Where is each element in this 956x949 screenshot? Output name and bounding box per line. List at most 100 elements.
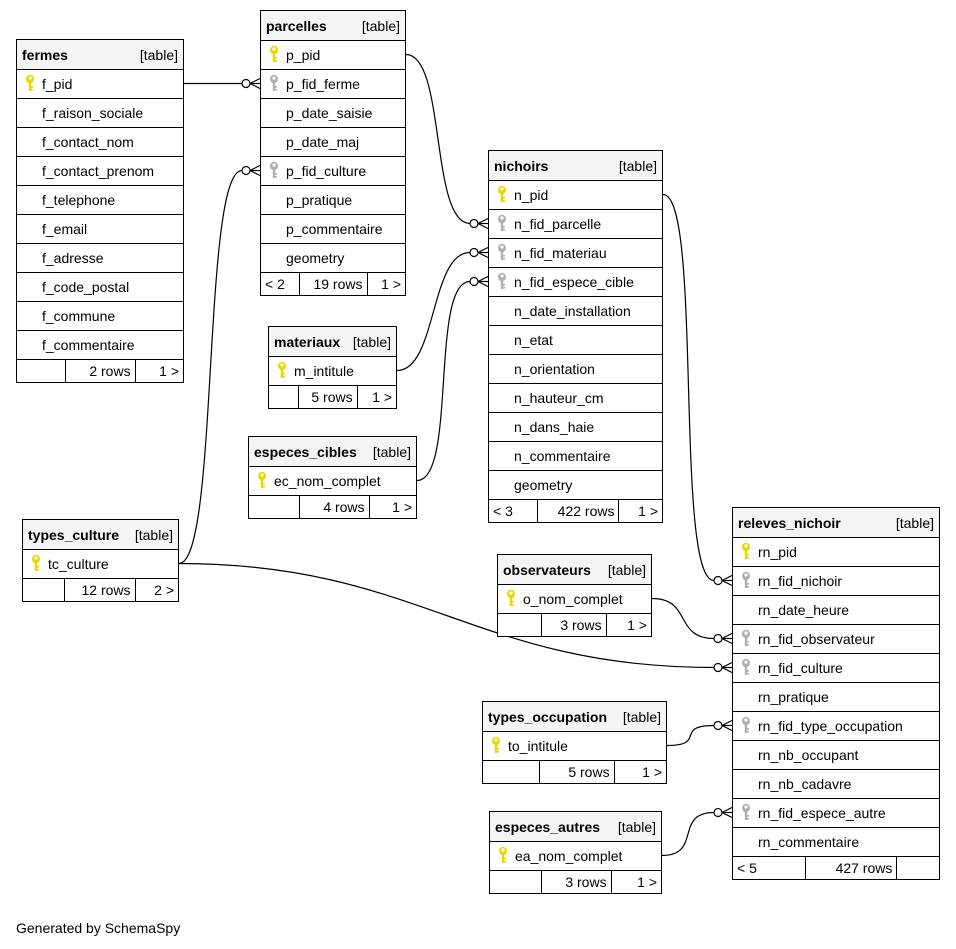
optional-marker <box>713 575 723 586</box>
footer-children-link[interactable] <box>897 857 939 879</box>
foreign-key-icon <box>261 74 286 95</box>
table-name: especes_autres <box>495 818 601 835</box>
column-row: geometry <box>261 244 405 273</box>
footer-parents-link[interactable]: < 5 <box>733 857 807 879</box>
footer-parents-link[interactable] <box>490 871 543 893</box>
footer-children-link[interactable]: 1 > <box>638 503 658 519</box>
row-count: 3 rows <box>542 871 612 893</box>
column-name: geometry <box>514 477 573 493</box>
relationship-nichoirs-n-fid-espece-cible <box>416 275 489 482</box>
column-row: rn_pid <box>733 538 939 567</box>
table-name: observateurs <box>503 561 591 578</box>
column-row: f_email <box>17 215 183 244</box>
table-header: types_occupation [table] <box>483 702 666 732</box>
table-releves-nichoir: releves_nichoir[table]rn_pid rn_fid_nicho… <box>732 507 940 880</box>
footer-children-link[interactable]: 1 > <box>381 276 401 292</box>
footer-children-link[interactable]: 1 > <box>159 363 179 379</box>
optional-marker <box>469 218 479 229</box>
column-name: n_fid_parcelle <box>514 216 602 232</box>
column-name: p_date_saisie <box>286 105 373 121</box>
optional-marker <box>469 247 479 258</box>
column-name: to_intitule <box>508 738 568 754</box>
column-row: n_fid_parcelle <box>489 210 662 239</box>
column-row: rn_fid_espece_autre <box>733 799 939 828</box>
crows-foot-mark <box>721 811 733 819</box>
crows-foot-mark <box>249 82 261 90</box>
row-count: 19 rows <box>300 273 368 295</box>
primary-key-icon <box>249 471 274 492</box>
foreign-key-icon <box>261 161 286 182</box>
foreign-key-icon <box>489 243 514 264</box>
relationship-curve <box>405 53 471 225</box>
table-footer: 4 rows 1 > <box>249 496 416 518</box>
column-name: f_commentaire <box>42 337 135 353</box>
footer-parents-link[interactable] <box>249 496 301 518</box>
primary-key-icon <box>269 361 294 382</box>
optional-marker <box>713 807 723 818</box>
footer-parents-link[interactable] <box>269 386 299 408</box>
column-name: ec_nom_complet <box>274 473 381 489</box>
column-row: n_etat <box>489 326 662 355</box>
column-row: f_commune <box>17 302 183 331</box>
footer-children-link[interactable]: 1 > <box>637 874 657 890</box>
table-type-tag: [table] <box>622 708 661 725</box>
footer-children-link[interactable]: 1 > <box>392 499 412 515</box>
primary-key-icon <box>483 736 508 757</box>
footer-children-link[interactable]: 1 > <box>642 764 663 780</box>
table-name: fermes <box>22 46 68 63</box>
footer-parents-link[interactable] <box>498 614 543 636</box>
relationship-curve <box>178 169 243 565</box>
column-row: n_hauteur_cm <box>489 384 662 413</box>
column-row: p_fid_ferme <box>261 70 405 99</box>
column-name: f_raison_sociale <box>42 105 144 121</box>
column-row: n_fid_materiau <box>489 239 662 268</box>
column-row: rn_commentaire <box>733 828 939 857</box>
row-count: 3 rows <box>542 614 607 636</box>
column-name: n_date_installation <box>514 303 631 319</box>
column-name: p_date_maj <box>286 134 360 150</box>
primary-key-icon <box>733 542 758 563</box>
crows-foot-mark <box>721 719 733 727</box>
column-name: tc_culture <box>48 556 109 572</box>
column-row: rn_fid_observateur <box>733 625 939 654</box>
table-name: types_occupation <box>488 708 608 725</box>
footer-parents-link[interactable] <box>483 761 541 783</box>
schemaspy-credit: Generated by SchemaSpy <box>16 920 181 936</box>
relationship-releves-nichoir-rn-fid-nichoir <box>662 193 733 587</box>
table-header: especes_autres[table] <box>490 812 661 842</box>
footer-parents-link[interactable]: < 2 <box>261 273 301 295</box>
footer-parents-link[interactable] <box>23 579 65 601</box>
column-name: rn_fid_nichoir <box>758 573 843 589</box>
footer-parents-link[interactable] <box>17 360 67 382</box>
crows-foot-mark <box>477 222 489 230</box>
crows-foot-mark <box>477 246 489 254</box>
foreign-key-icon <box>489 214 514 235</box>
column-name: n_pid <box>514 187 549 203</box>
footer-children-link[interactable]: 1 > <box>372 389 392 405</box>
crows-foot-mark <box>477 280 489 288</box>
table-type-tag: [table] <box>372 443 411 460</box>
column-name: rn_date_heure <box>758 602 850 618</box>
column-name: n_fid_materiau <box>514 245 607 261</box>
column-name: p_commentaire <box>286 221 383 237</box>
optional-marker <box>713 720 723 731</box>
column-row: n_commentaire <box>489 442 662 471</box>
row-count: 4 rows <box>300 496 370 518</box>
footer-children-link[interactable]: 1 > <box>627 617 647 633</box>
table-header: releves_nichoir[table] <box>733 508 939 538</box>
row-count: 422 rows <box>538 500 620 522</box>
column-name: geometry <box>286 250 345 266</box>
column-name: f_contact_nom <box>42 134 134 150</box>
column-row: p_date_saisie <box>261 99 405 128</box>
footer-children-link[interactable]: 2 > <box>154 582 174 598</box>
table-name: materiaux <box>274 333 341 350</box>
footer-parents-link[interactable]: < 3 <box>489 500 539 522</box>
foreign-key-icon <box>489 272 514 293</box>
column-name: rn_nb_occupant <box>758 747 859 763</box>
foreign-key-icon <box>733 803 758 824</box>
column-name: p_pratique <box>286 192 353 208</box>
column-row: n_pid <box>489 181 662 210</box>
